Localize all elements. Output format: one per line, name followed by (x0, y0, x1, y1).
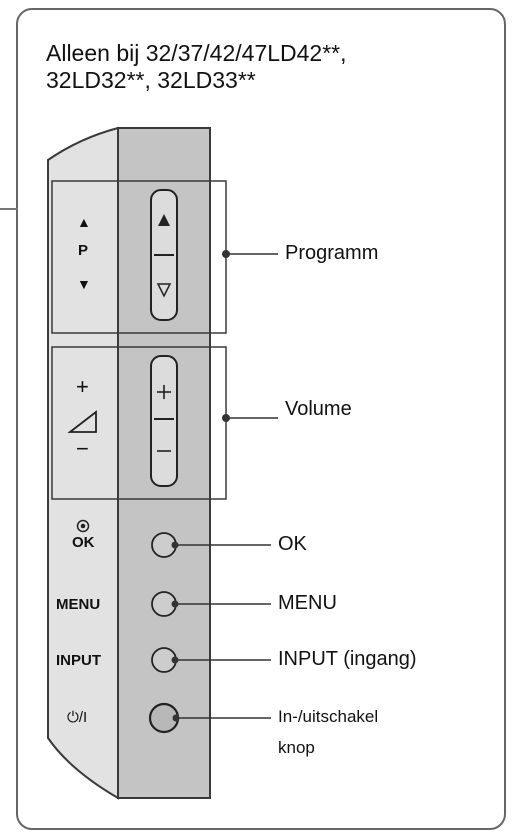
volume-rocker (150, 355, 178, 487)
callout-dot-input (171, 656, 179, 664)
callout-volume: Volume (285, 398, 352, 420)
callout-dot-power (172, 714, 180, 722)
program-p-label: P (78, 242, 89, 259)
callout-dot-volume (222, 414, 230, 422)
callout-dot-programm (222, 250, 230, 258)
program-down-triangle (156, 283, 172, 298)
callout-input: INPUT (ingang) (278, 648, 417, 670)
ok-dot-icon-center (80, 523, 86, 529)
callout-dot-ok (171, 541, 179, 549)
callout-menu: MENU (278, 592, 337, 614)
program-down-arrow-icon: ▼ (77, 276, 91, 292)
model-note-line-1: Alleen bij 32/37/42/47LD42**, (46, 40, 347, 66)
power-label: ⏻/I (67, 709, 88, 726)
callout-programm: Programm (285, 242, 379, 264)
ok-dot-icon (76, 519, 90, 533)
input-label: INPUT (56, 652, 101, 669)
panel-front-face (47, 126, 119, 800)
page-edge-tick (0, 208, 18, 210)
model-note-line-2: 32LD32**, 32LD33** (46, 67, 256, 93)
volume-plus-label: + (76, 374, 89, 399)
menu-label: MENU (56, 596, 101, 613)
callout-dot-menu (171, 600, 179, 608)
callout-power-line-1: In-/uitschakel (278, 707, 379, 726)
callout-ok: OK (278, 533, 307, 555)
volume-ramp-icon (67, 410, 97, 433)
program-up-triangle (158, 214, 170, 226)
volume-minus-label: − (76, 436, 89, 461)
ok-label: OK (72, 534, 95, 551)
volume-group-bracket (51, 346, 227, 500)
program-up-arrow-icon: ▲ (77, 214, 91, 230)
model-note: Alleen bij 32/37/42/47LD42**, 32LD32**, … (46, 40, 347, 94)
callout-power-line-2: knop (278, 738, 315, 757)
